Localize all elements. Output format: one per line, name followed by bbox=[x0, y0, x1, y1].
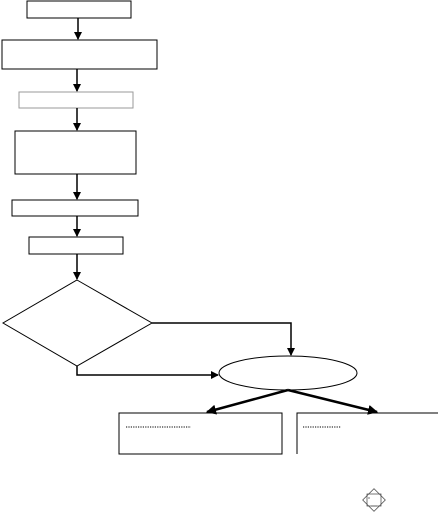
node-step-5 bbox=[11, 199, 139, 217]
logo-icon bbox=[362, 488, 386, 512]
node-result-right bbox=[296, 412, 438, 454]
node-step-2 bbox=[1, 39, 158, 70]
node-step-3 bbox=[18, 91, 134, 109]
edge-decision-merge-bottom bbox=[76, 366, 219, 379]
edge-decision-merge-right bbox=[152, 322, 295, 356]
node-step-6 bbox=[28, 236, 124, 255]
edge-merge-result-right bbox=[287, 388, 378, 415]
node-step-4 bbox=[14, 130, 137, 175]
node-step-1 bbox=[26, 0, 132, 19]
node-decision bbox=[2, 279, 154, 367]
edge-merge-result-left bbox=[206, 388, 289, 415]
node-merge bbox=[218, 355, 358, 391]
node-result-left bbox=[118, 412, 283, 455]
